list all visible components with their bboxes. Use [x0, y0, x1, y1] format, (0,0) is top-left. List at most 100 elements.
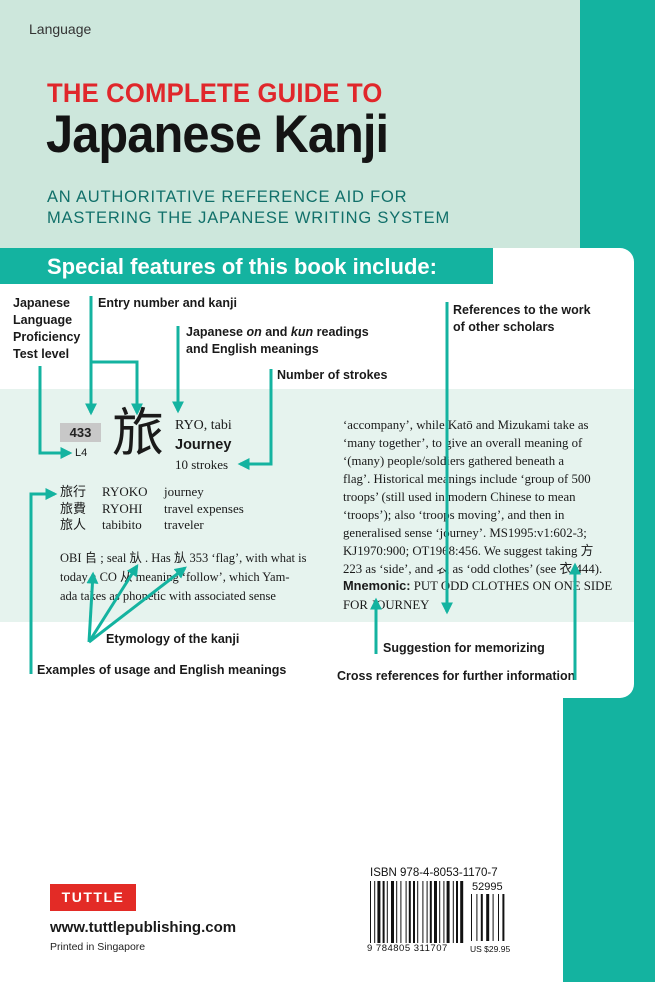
- crossref-label: Cross references for further information: [337, 669, 576, 683]
- barcode-bar: [396, 881, 398, 943]
- category-label: Language: [29, 21, 92, 37]
- examples-label: Examples of usage and English meanings: [37, 663, 287, 677]
- barcode-bar: [413, 881, 415, 943]
- label-line: Proficiency: [13, 330, 81, 344]
- label-line: Japanese: [13, 296, 70, 310]
- barcode-bar: [417, 881, 419, 943]
- entry-reading: RYO, tabi: [175, 418, 232, 433]
- entry-meaning: Journey: [175, 437, 232, 453]
- publisher-website[interactable]: www.tuttlepublishing.com: [50, 919, 237, 936]
- entry-number-label: Entry number and kanji: [98, 296, 237, 310]
- etymology-label: Etymology of the kanji: [106, 632, 240, 646]
- label-line: References to the work: [453, 303, 591, 317]
- mnemonic-body: PUT ODD CLOTHES ON ONE SIDE: [410, 579, 613, 593]
- barcode-bar: [374, 881, 376, 943]
- label-text: and: [261, 325, 291, 339]
- arrow-jlpt: [38, 366, 73, 459]
- sample-entry-band: [0, 389, 634, 622]
- barcode-bar: [405, 881, 407, 943]
- references-text: ‘accompany’, while Katō and Mizukami tak…: [343, 416, 613, 578]
- references-label: References to the work of other scholars: [453, 302, 591, 336]
- barcode-bar: [400, 881, 402, 943]
- mnemonic-label: Mnemonic:: [343, 578, 411, 593]
- barcode-bar: [452, 881, 454, 943]
- text-line: flag’. Historical meanings include ‘grou…: [343, 472, 591, 486]
- text-line: ‘(many) people/soldiers gathered beneath…: [343, 454, 565, 468]
- barcode-icon: [370, 881, 505, 943]
- subtitle-line: AN AUTHORITATIVE REFERENCE AID FOR: [47, 188, 408, 206]
- barcode-bar: [456, 881, 458, 943]
- arrow-examples: [29, 488, 58, 674]
- barcode-bar: [377, 881, 381, 943]
- subtitle-line: MASTERING THE JAPANESE WRITING SYSTEM: [47, 209, 451, 227]
- label-line: Language: [13, 313, 73, 327]
- tuttle-logo: TUTTLE: [50, 884, 136, 911]
- text-line: OBI 𠂤 ; seal 㫃 . Has 㫃 353 ‘flag’, with …: [60, 551, 307, 565]
- barcode-bar: [386, 881, 388, 943]
- barcode-bar: [476, 894, 478, 941]
- barcode-bar: [426, 881, 428, 943]
- book-subtitle: AN AUTHORITATIVE REFERENCE AID FOR MASTE…: [47, 187, 450, 229]
- barcode-bar: [439, 881, 441, 943]
- arrow-etymology-1: [86, 571, 99, 643]
- readings-label: Japanese on and kun readings and English…: [186, 324, 369, 358]
- barcode-bar: [471, 894, 472, 941]
- label-line: and English meanings: [186, 342, 319, 356]
- spine-strip-lower: [563, 690, 655, 982]
- price: US $29.95: [470, 944, 511, 954]
- text-line: 223 as ‘side’, and 𧘇 as ‘odd clothes’ (s…: [343, 562, 603, 576]
- mnemonic-text: Mnemonic: PUT ODD CLOTHES ON ONE SIDE FO…: [343, 576, 623, 615]
- example-kanji: 旅人: [60, 517, 87, 532]
- barcode-bar: [391, 881, 394, 943]
- arrow-strokes: [237, 369, 273, 470]
- entry-strokes: 10 strokes: [175, 457, 229, 472]
- label-line: Japanese on and kun readings: [186, 324, 369, 341]
- barcode-bar: [498, 894, 499, 941]
- strokes-label: Number of strokes: [277, 368, 388, 382]
- barcode-bar: [460, 881, 464, 943]
- text-line: FOR JOURNEY: [343, 598, 430, 612]
- barcode-bar: [502, 894, 505, 941]
- barcode-digits: 9 784805 311707: [367, 943, 448, 954]
- example-row: 旅行 RYOKO journey: [60, 483, 204, 500]
- barcode-bar: [408, 881, 411, 943]
- label-line: Test level: [13, 347, 70, 361]
- jlpt-level: L4: [75, 447, 88, 459]
- example-row: 旅費 RYOHI travel expenses: [60, 500, 244, 517]
- barcode-bar: [480, 894, 483, 941]
- label-line: of other scholars: [453, 320, 555, 334]
- barcode-bar: [486, 894, 490, 941]
- text-line: KJ1970:900; OT1968:456. We suggest takin…: [343, 544, 594, 558]
- printed-in: Printed in Singapore: [50, 941, 146, 953]
- example-romaji: RYOKO: [102, 484, 148, 499]
- barcode-bar: [422, 881, 424, 943]
- label-text: Japanese: [186, 325, 247, 339]
- isbn: ISBN 978-4-8053-1170-7: [370, 867, 498, 879]
- price-code: 52995: [472, 881, 503, 893]
- example-romaji: tabibito: [102, 517, 142, 532]
- book-title: Japanese Kanji: [46, 105, 389, 164]
- text-line: ada takes as phonetic with associated se…: [60, 589, 276, 603]
- example-kanji: 旅費: [60, 501, 87, 516]
- barcode-bar: [443, 881, 445, 943]
- barcode-bar: [382, 881, 385, 943]
- barcode-bar: [429, 881, 432, 943]
- text-line: troops’ (still used in modern Chinese to…: [343, 490, 576, 504]
- example-kanji: 旅行: [60, 484, 87, 499]
- barcode-bar: [446, 881, 450, 943]
- arrow-etymology-2: [87, 563, 139, 643]
- cover-top-band: [0, 0, 580, 250]
- mnemonic-hint-label: Suggestion for memorizing: [383, 641, 545, 655]
- example-english: journey: [164, 484, 204, 499]
- jlpt-level-label: Japanese Language Proficiency Test level: [13, 295, 80, 363]
- text-line: Mnemonic: PUT ODD CLOTHES ON ONE SIDE: [343, 576, 623, 596]
- features-heading: Special features of this book include:: [47, 254, 437, 279]
- example-romaji: RYOHI: [102, 501, 143, 516]
- text-line: ‘accompany’, while Katō and Mizukami tak…: [343, 418, 589, 432]
- label-text: on: [246, 325, 262, 339]
- barcode-area: [367, 866, 515, 956]
- features-heading-bar: [0, 248, 493, 284]
- example-row: 旅人 tabibito traveler: [60, 516, 204, 533]
- example-english: travel expenses: [164, 501, 244, 516]
